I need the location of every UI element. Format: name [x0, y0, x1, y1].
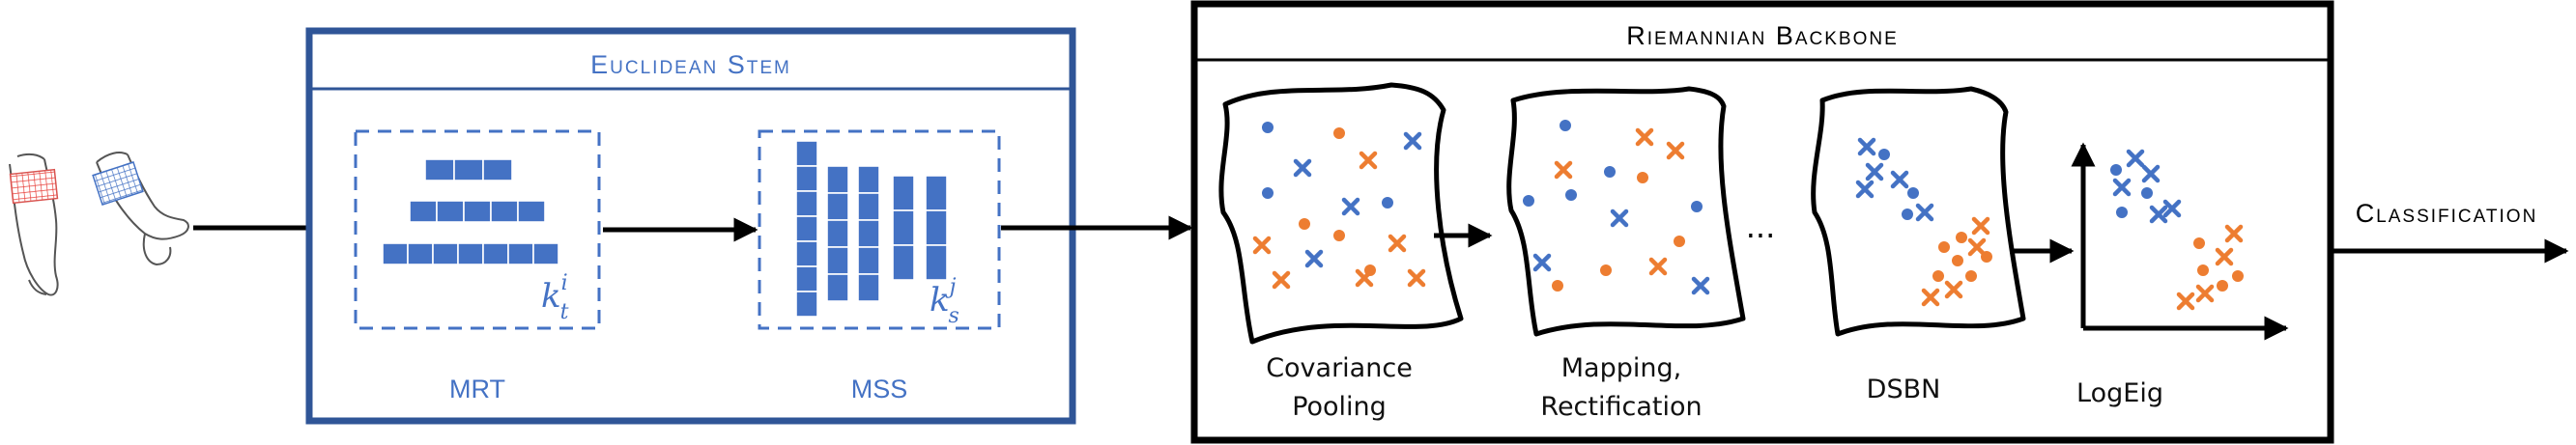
- blue-circle-marker-8: [1382, 197, 1393, 209]
- orange-cross-marker-16: [1272, 270, 1291, 290]
- mss-block: [758, 129, 1001, 330]
- blue-circle-marker-23: [1523, 195, 1534, 207]
- blue-cross-marker-54: [2141, 164, 2161, 183]
- blue-cross-marker-55: [2112, 178, 2132, 197]
- blue-cross-marker-7: [1341, 197, 1360, 216]
- mss-token-columns: [795, 140, 948, 318]
- orange-cross-marker-49: [1944, 280, 1963, 299]
- blue-cross-marker-3: [1403, 131, 1422, 151]
- mrt-block: [354, 129, 601, 330]
- orange-cross-marker-5: [1359, 151, 1378, 170]
- orange-circle-marker-51: [1981, 251, 1992, 263]
- stage-label-covariance-pooling-line1: Covariance: [1266, 353, 1413, 383]
- feature-point-markers: [1252, 120, 2244, 311]
- blue-cross-marker-27: [1610, 209, 1629, 228]
- stage-label-mapping-line1: Mapping,: [1561, 353, 1681, 383]
- stage-label-mapping-line2: Rectification: [1540, 392, 1702, 422]
- mss-label: MSS: [851, 375, 908, 403]
- orange-cross-marker-20: [1666, 141, 1685, 160]
- orange-cross-marker-50: [1921, 288, 1940, 307]
- manifold-mapping-rectification: [1506, 86, 1746, 337]
- blue-cross-marker-53: [2126, 149, 2145, 168]
- orange-circle-marker-25: [1637, 172, 1648, 183]
- orange-circle-marker-64: [2232, 270, 2244, 282]
- blue-cross-marker-36: [1865, 162, 1884, 181]
- blue-circle-marker-35: [1878, 149, 1890, 160]
- manifold-covariance-pooling: [1218, 82, 1464, 345]
- blue-circle-marker-6: [1262, 187, 1274, 199]
- stage-label-covariance-pooling-line2: Pooling: [1292, 392, 1387, 422]
- blue-cross-marker-39: [1855, 180, 1875, 199]
- blue-cross-marker-4: [1293, 158, 1312, 178]
- riemannian-backbone-panel: Riemannian Backbone ... Covariance Pooli…: [1190, 0, 2334, 444]
- euclidean-stem-title: Euclidean Stem: [590, 50, 791, 79]
- blue-cross-marker-58: [2149, 205, 2168, 224]
- orange-circle-marker-63: [2197, 264, 2209, 276]
- orange-circle-marker-61: [2193, 237, 2205, 249]
- orange-circle-marker-44: [1938, 241, 1950, 253]
- stage-label-logeig: LogEig: [2076, 378, 2163, 408]
- blue-circle-marker-24: [1565, 189, 1577, 201]
- backbone-ellipsis: ...: [1746, 209, 1776, 245]
- blue-circle-marker-41: [1902, 209, 1913, 220]
- manifold-dsbn: [1811, 86, 2026, 337]
- blue-cross-marker-33: [1691, 276, 1710, 295]
- orange-circle-marker-46: [1952, 255, 1963, 266]
- riemannian-backbone-title: Riemannian Backbone: [1626, 21, 1899, 50]
- orange-cross-marker-19: [1635, 127, 1654, 147]
- blue-circle-marker-22: [1604, 166, 1616, 178]
- mrt-token-bars: [382, 158, 559, 265]
- blue-circle-marker-26: [1691, 201, 1703, 212]
- blue-circle-marker-57: [2116, 207, 2128, 218]
- orange-circle-marker-48: [1965, 270, 1977, 282]
- orange-cross-marker-12: [1388, 234, 1407, 253]
- orange-cross-marker-66: [2176, 292, 2195, 311]
- blue-circle-marker-1: [1262, 122, 1274, 133]
- orange-cross-marker-17: [1355, 268, 1374, 288]
- blue-cross-marker-37: [1890, 170, 1909, 189]
- orange-cross-marker-45: [1967, 237, 1987, 257]
- orange-circle-marker-28: [1674, 236, 1685, 247]
- classification-label: Classification: [2356, 199, 2538, 228]
- orange-circle-marker-65: [2217, 280, 2228, 292]
- orange-circle-marker-9: [1299, 218, 1310, 230]
- orange-circle-marker-47: [1932, 270, 1944, 282]
- stage-label-dsbn: DSBN: [1867, 375, 1941, 404]
- blue-circle-marker-52: [2110, 164, 2122, 176]
- orange-circle-marker-32: [1552, 280, 1563, 292]
- orange-cross-marker-29: [1648, 257, 1668, 276]
- orange-circle-marker-2: [1333, 127, 1345, 139]
- blue-circle-marker-56: [2141, 187, 2153, 199]
- blue-cross-marker-59: [2162, 199, 2182, 218]
- forearm-with-sensor-bands-icon: [9, 152, 189, 296]
- blue-cross-marker-34: [1857, 137, 1876, 156]
- orange-cross-marker-10: [1252, 236, 1272, 255]
- blue-cross-marker-40: [1915, 203, 1934, 222]
- blue-circle-marker-38: [1907, 187, 1919, 199]
- orange-circle-marker-31: [1600, 264, 1612, 276]
- orange-cross-marker-21: [1554, 160, 1573, 180]
- orange-circle-marker-43: [1956, 232, 1967, 243]
- blue-cross-marker-30: [1532, 253, 1552, 272]
- orange-cross-marker-60: [2224, 224, 2244, 243]
- orange-cross-marker-62: [2215, 247, 2234, 266]
- orange-cross-marker-42: [1971, 216, 1990, 236]
- orange-cross-marker-15: [1407, 268, 1426, 288]
- orange-circle-marker-11: [1333, 230, 1345, 241]
- mrt-label: MRT: [449, 375, 505, 403]
- blue-cross-marker-13: [1304, 249, 1324, 268]
- logeig-euclidean-axes: [2071, 142, 2289, 341]
- orange-cross-marker-67: [2195, 284, 2215, 303]
- blue-circle-marker-18: [1560, 120, 1571, 131]
